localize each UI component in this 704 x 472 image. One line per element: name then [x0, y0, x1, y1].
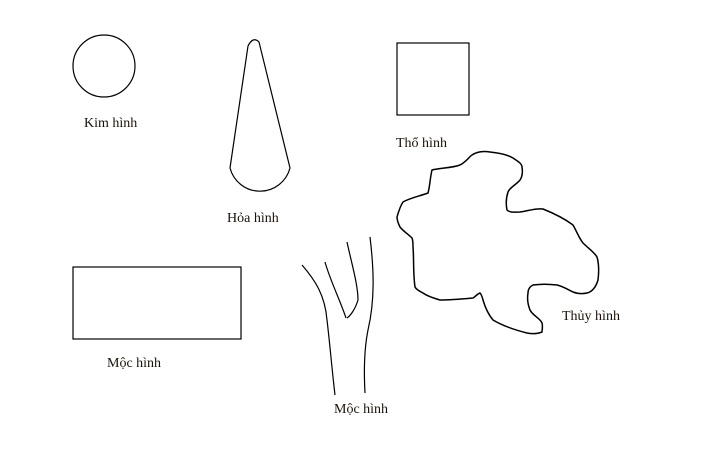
label-thuy: Thủy hình	[562, 309, 620, 324]
tho-square	[396, 42, 470, 116]
label-kim: Kim hình	[84, 116, 138, 131]
label-tho: Thổ hình	[396, 136, 447, 151]
hoa-teardrop	[229, 39, 291, 192]
label-hoa: Hỏa hình	[227, 211, 279, 226]
kim-circle	[72, 34, 136, 98]
thuy-blob	[396, 150, 600, 335]
moc-rectangle	[72, 266, 242, 340]
moc-tree	[301, 236, 374, 396]
label-moc-rect: Mộc hình	[107, 356, 162, 371]
label-moc-tree: Mộc hình	[334, 402, 389, 417]
